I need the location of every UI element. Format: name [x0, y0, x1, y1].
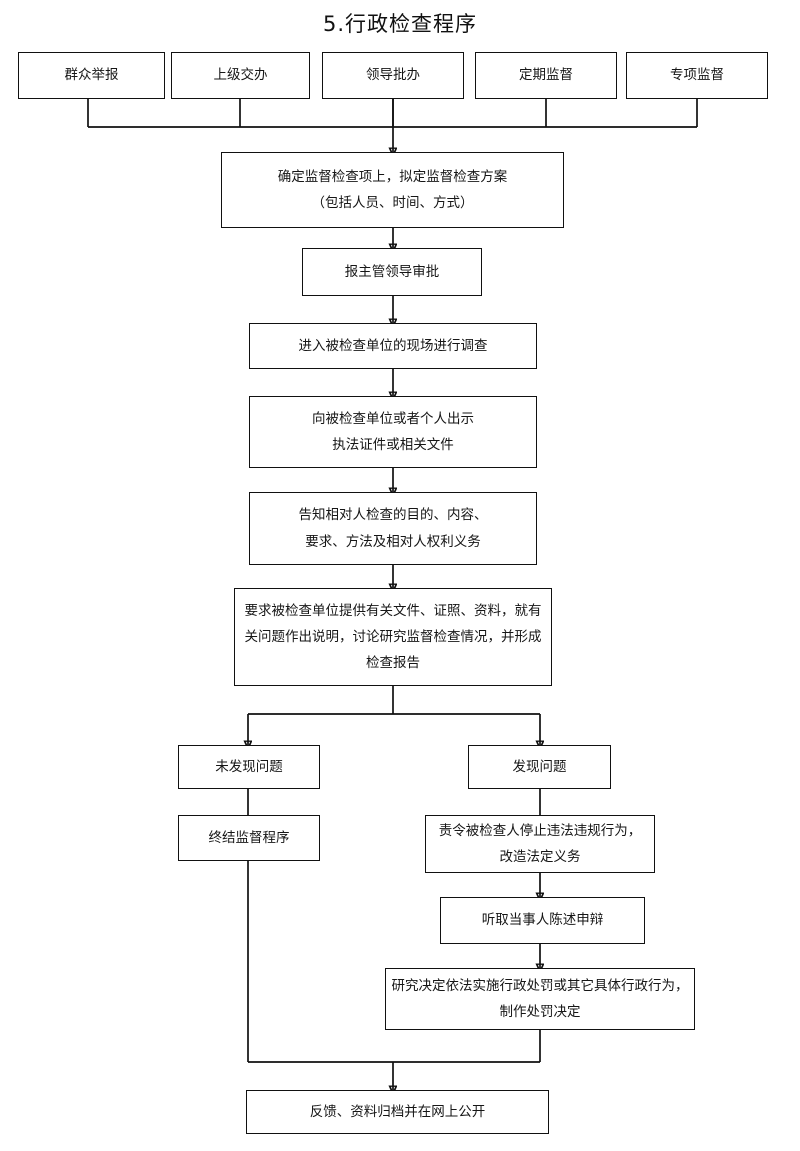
source-box-2-label: 上级交办 [213, 67, 268, 84]
branch-no-issue[interactable]: 未发现问题 [178, 745, 320, 789]
step-report-line-1: 要求被检查单位提供有关文件、证照、资料，就有 [244, 602, 542, 619]
step-penalty-line-1: 研究决定依法实施行政处罚或其它具体行政行为， [391, 977, 689, 994]
source-box-3[interactable]: 领导批办 [322, 52, 464, 99]
branch-issue-found-label: 发现问题 [512, 758, 567, 775]
step-archive[interactable]: 反馈、资料归档并在网上公开 [246, 1090, 549, 1134]
step-terminate-line-1: 终结监督程序 [208, 829, 290, 846]
source-box-5-label: 专项监督 [670, 67, 724, 84]
step-report-line-2: 关问题作出说明，讨论研究监督检查情况，并形成 [244, 628, 542, 645]
step-plan-line-1: 确定监督检查项上，拟定监督检查方案 [277, 168, 508, 185]
branch-issue-found[interactable]: 发现问题 [468, 745, 611, 789]
step-notify[interactable]: 告知相对人检查的目的、内容、 要求、方法及相对人权利义务 [249, 492, 537, 565]
step-hearing[interactable]: 听取当事人陈述申辩 [440, 897, 645, 944]
step-plan-line-2: （包括人员、时间、方式） [311, 195, 474, 211]
step-credentials[interactable]: 向被检查单位或者个人出示 执法证件或相关文件 [249, 396, 537, 468]
step-hearing-line-1: 听取当事人陈述申辩 [481, 912, 604, 929]
step-approval-line-1: 报主管领导审批 [344, 263, 440, 280]
step-onsite-line-1: 进入被检查单位的现场进行调查 [298, 337, 488, 354]
step-plan[interactable]: 确定监督检查项上，拟定监督检查方案 （包括人员、时间、方式） [221, 152, 564, 228]
source-box-4[interactable]: 定期监督 [475, 52, 617, 99]
step-onsite[interactable]: 进入被检查单位的现场进行调查 [249, 323, 537, 369]
branch-no-issue-label: 未发现问题 [215, 758, 283, 775]
step-order-stop[interactable]: 责令被检查人停止违法违规行为， 改造法定义务 [425, 815, 655, 873]
step-order-stop-line-2: 改造法定义务 [499, 849, 581, 865]
source-box-3-label: 领导批办 [366, 67, 420, 84]
step-terminate[interactable]: 终结监督程序 [178, 815, 320, 861]
step-report[interactable]: 要求被检查单位提供有关文件、证照、资料，就有 关问题作出说明，讨论研究监督检查情… [234, 588, 552, 686]
step-notify-line-1: 告知相对人检查的目的、内容、 [298, 507, 488, 524]
source-box-2[interactable]: 上级交办 [171, 52, 310, 99]
source-box-4-label: 定期监督 [519, 67, 573, 84]
step-approval[interactable]: 报主管领导审批 [302, 248, 482, 296]
step-order-stop-line-1: 责令被检查人停止违法违规行为， [438, 822, 642, 839]
step-penalty[interactable]: 研究决定依法实施行政处罚或其它具体行政行为， 制作处罚决定 [385, 968, 695, 1030]
source-box-5[interactable]: 专项监督 [626, 52, 768, 99]
step-penalty-line-2: 制作处罚决定 [499, 1004, 581, 1020]
step-credentials-line-2: 执法证件或相关文件 [332, 437, 454, 453]
source-box-1-label: 群众举报 [64, 67, 119, 84]
source-box-1[interactable]: 群众举报 [18, 52, 165, 99]
step-archive-line-1: 反馈、资料归档并在网上公开 [309, 1103, 486, 1120]
step-credentials-line-1: 向被检查单位或者个人出示 [312, 410, 474, 427]
step-report-line-3: 检查报告 [366, 655, 420, 672]
page-title: 5.行政检查程序 [322, 12, 478, 36]
step-notify-line-2: 要求、方法及相对人权利义务 [305, 533, 481, 550]
